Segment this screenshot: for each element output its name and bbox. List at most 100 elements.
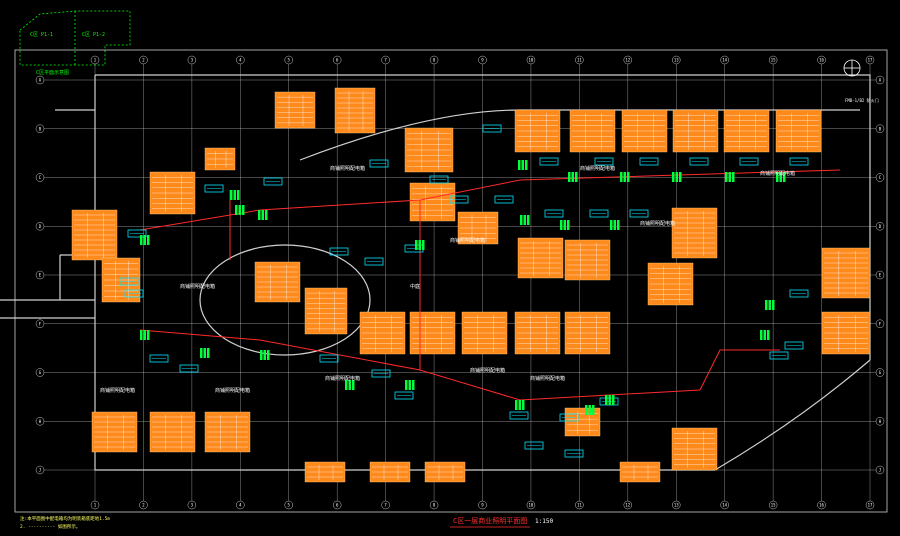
equipment-symbol xyxy=(267,350,270,360)
room-label: 中庭 xyxy=(410,283,420,290)
equipment-symbol xyxy=(765,300,768,310)
grid-bubble xyxy=(865,500,875,510)
grid-bubble xyxy=(429,500,439,510)
fixture-tag xyxy=(594,157,614,166)
equipment-symbol xyxy=(585,405,588,415)
grid-label: 15 xyxy=(771,58,776,63)
grid-bubble xyxy=(875,124,885,133)
equipment-symbol xyxy=(623,172,626,182)
equipment-symbol xyxy=(527,215,530,225)
fixture-tag xyxy=(509,411,529,420)
grid-bubble xyxy=(817,55,826,65)
grid-bubble xyxy=(35,465,45,475)
grid-label: 6 xyxy=(336,503,339,508)
equipment-symbol xyxy=(147,330,150,340)
grid-bubble xyxy=(35,319,45,328)
room-label: 商铺照明配电箱 xyxy=(640,220,675,227)
fixture-tag xyxy=(329,247,349,256)
equipment-symbol xyxy=(405,380,408,390)
distribution-panels xyxy=(71,87,871,483)
grid-bubble xyxy=(35,270,45,280)
grid-bubble xyxy=(284,55,293,65)
equipment-symbol xyxy=(408,380,411,390)
equipment-symbol xyxy=(525,160,528,170)
grid-label: 12 xyxy=(625,58,630,63)
grid-bubble xyxy=(575,55,584,65)
grid-label: 9 xyxy=(481,58,484,63)
fixture-tag xyxy=(564,449,584,458)
grid-bubble xyxy=(875,417,885,426)
grid-label: 7 xyxy=(384,503,387,508)
grid-bubble xyxy=(381,500,390,510)
room-labels: 商铺照明配电箱 商铺照明配电箱 商铺照明配电箱 商铺照明配电箱 商铺照明配电箱 … xyxy=(100,165,795,394)
grid-bubble xyxy=(35,124,45,133)
fixture-tag xyxy=(639,157,659,166)
equipment-symbol xyxy=(518,400,521,410)
equipment-symbol xyxy=(143,330,146,340)
grid-label: 1 xyxy=(94,503,97,508)
north-arrow-icon xyxy=(843,59,861,77)
fixture-tag xyxy=(482,124,502,133)
grid-label: 5 xyxy=(288,58,291,63)
drawing-scale: 1:150 xyxy=(535,518,553,525)
equipment-symbol xyxy=(143,235,146,245)
keyplan-label-2: C区 P1-2 xyxy=(82,32,105,38)
grid-bubble xyxy=(478,55,487,65)
equipment-symbol xyxy=(783,172,786,182)
equipment-symbol xyxy=(140,235,143,245)
equipment-symbol xyxy=(612,395,615,405)
grid-label: 15 xyxy=(771,503,776,508)
fixture-tag xyxy=(124,289,144,298)
top-right-note: FMB-1/B2 防火门 xyxy=(845,97,879,103)
grid-label: 11 xyxy=(577,503,582,508)
grid-label: 8 xyxy=(433,503,436,508)
fixture-tag xyxy=(539,157,559,166)
grid-label: 4 xyxy=(239,503,242,508)
grid-label: D xyxy=(39,224,42,229)
fixture-tag xyxy=(319,354,339,363)
equipment-symbol xyxy=(230,190,233,200)
grid-bubble xyxy=(875,222,885,231)
grid-bubble xyxy=(672,500,681,510)
grid-label: C xyxy=(39,175,42,180)
drawing-title: C区一层商业照明平面图 xyxy=(453,516,527,525)
grid-bubble xyxy=(875,270,885,280)
grid-bubble xyxy=(526,500,536,510)
equipment-symbol xyxy=(608,395,611,405)
fixture-tag xyxy=(179,364,199,373)
title-block: C区一层商业照明平面图 1:150 xyxy=(450,516,553,528)
equipment-symbol xyxy=(776,172,779,182)
keyplan-label-1: C区 P1-1 xyxy=(30,32,53,38)
grid-bubble xyxy=(35,368,45,377)
room-label: 商铺照明配电箱 xyxy=(180,283,215,290)
grid-bubble xyxy=(90,55,100,65)
equipment-symbol xyxy=(567,220,570,230)
grid-label: 3 xyxy=(191,58,194,63)
grid-bubble xyxy=(875,465,885,475)
equipment-symbol xyxy=(613,220,616,230)
equipment-symbol xyxy=(261,210,264,220)
grid-label: 10 xyxy=(529,58,534,63)
grid-bubble xyxy=(526,55,536,65)
equipment-symbol xyxy=(523,215,526,225)
grid-label: 1 xyxy=(94,58,97,63)
grid-label: 8 xyxy=(433,58,436,63)
grid-label: 9 xyxy=(481,503,484,508)
fixture-tag xyxy=(559,413,579,422)
note-line: 注:本平面图中配电箱均为明装箱底距地1.5m xyxy=(20,515,110,522)
grid-label: 2 xyxy=(142,58,145,63)
equipment-symbol xyxy=(263,350,266,360)
grid-label: C xyxy=(879,175,882,180)
grid-label: G xyxy=(879,370,882,375)
fixture-tag xyxy=(263,177,283,186)
equipment-symbol xyxy=(679,172,682,182)
equipment-symbol xyxy=(568,172,571,182)
equipment-symbol xyxy=(418,240,421,250)
equipment-symbol xyxy=(515,400,518,410)
grid-label: 5 xyxy=(288,503,291,508)
grid-label: 17 xyxy=(868,503,873,508)
fixture-tag xyxy=(204,184,224,193)
equipment-symbol xyxy=(779,172,782,182)
grid-bubble xyxy=(187,55,197,65)
